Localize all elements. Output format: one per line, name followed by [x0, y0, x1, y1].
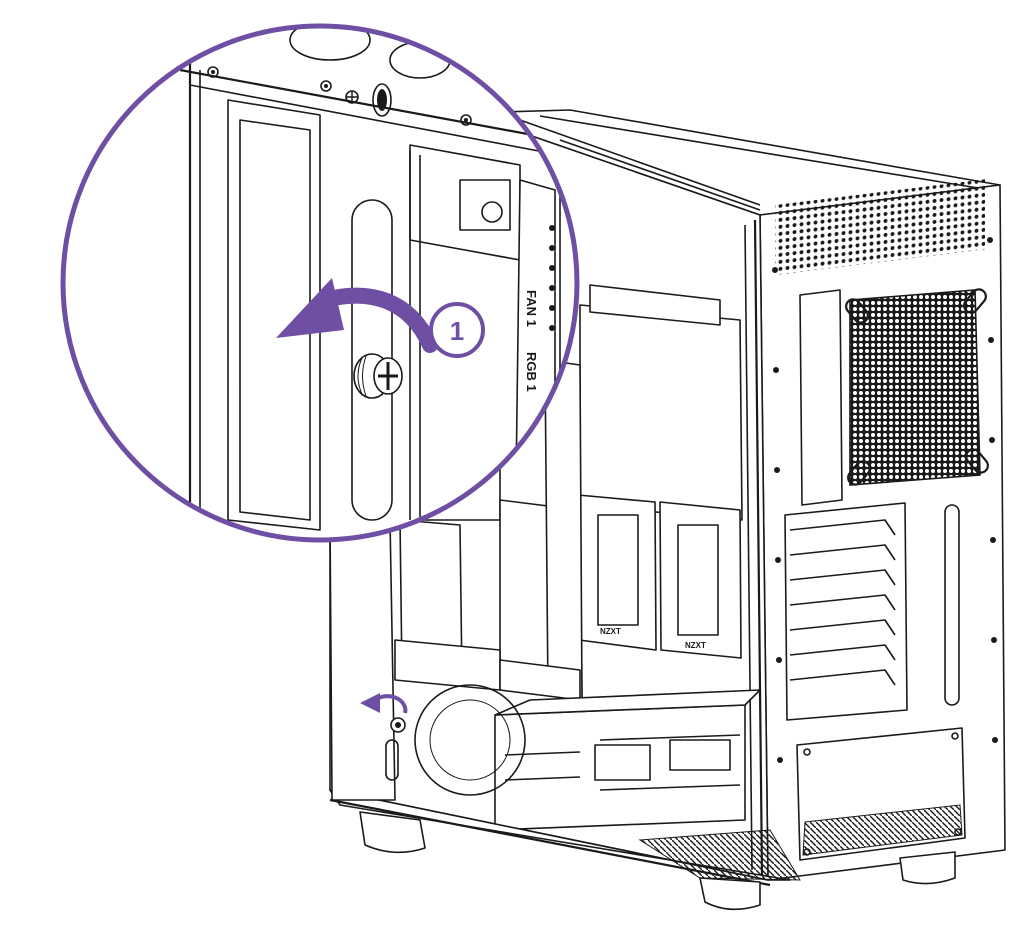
header-label-fan: FAN 1: [524, 290, 539, 327]
fan-grille: [849, 289, 981, 486]
case-feet: [359, 811, 956, 911]
expansion-slots: [784, 502, 908, 721]
thumbscrew-small-icon: [360, 693, 408, 733]
psu-opening: [796, 727, 966, 861]
zoom-callout: FAN 1 RGB 1 1: [60, 23, 580, 543]
step-number: 1: [450, 316, 464, 346]
callout-ring: [60, 23, 580, 543]
step-badge: 1: [429, 302, 485, 358]
header-label-rgb: RGB 1: [524, 352, 539, 392]
drive-cage: [494, 689, 761, 831]
drive-bracket: NZXT NZXT: [577, 284, 743, 659]
brand-label: NZXT: [600, 627, 621, 636]
thumbscrew-icon: [353, 353, 403, 399]
counterclockwise-arrow-icon: [276, 278, 438, 353]
brand-label-2: NZXT: [685, 641, 706, 650]
pc-case: NZXT NZXT: [329, 109, 1006, 911]
